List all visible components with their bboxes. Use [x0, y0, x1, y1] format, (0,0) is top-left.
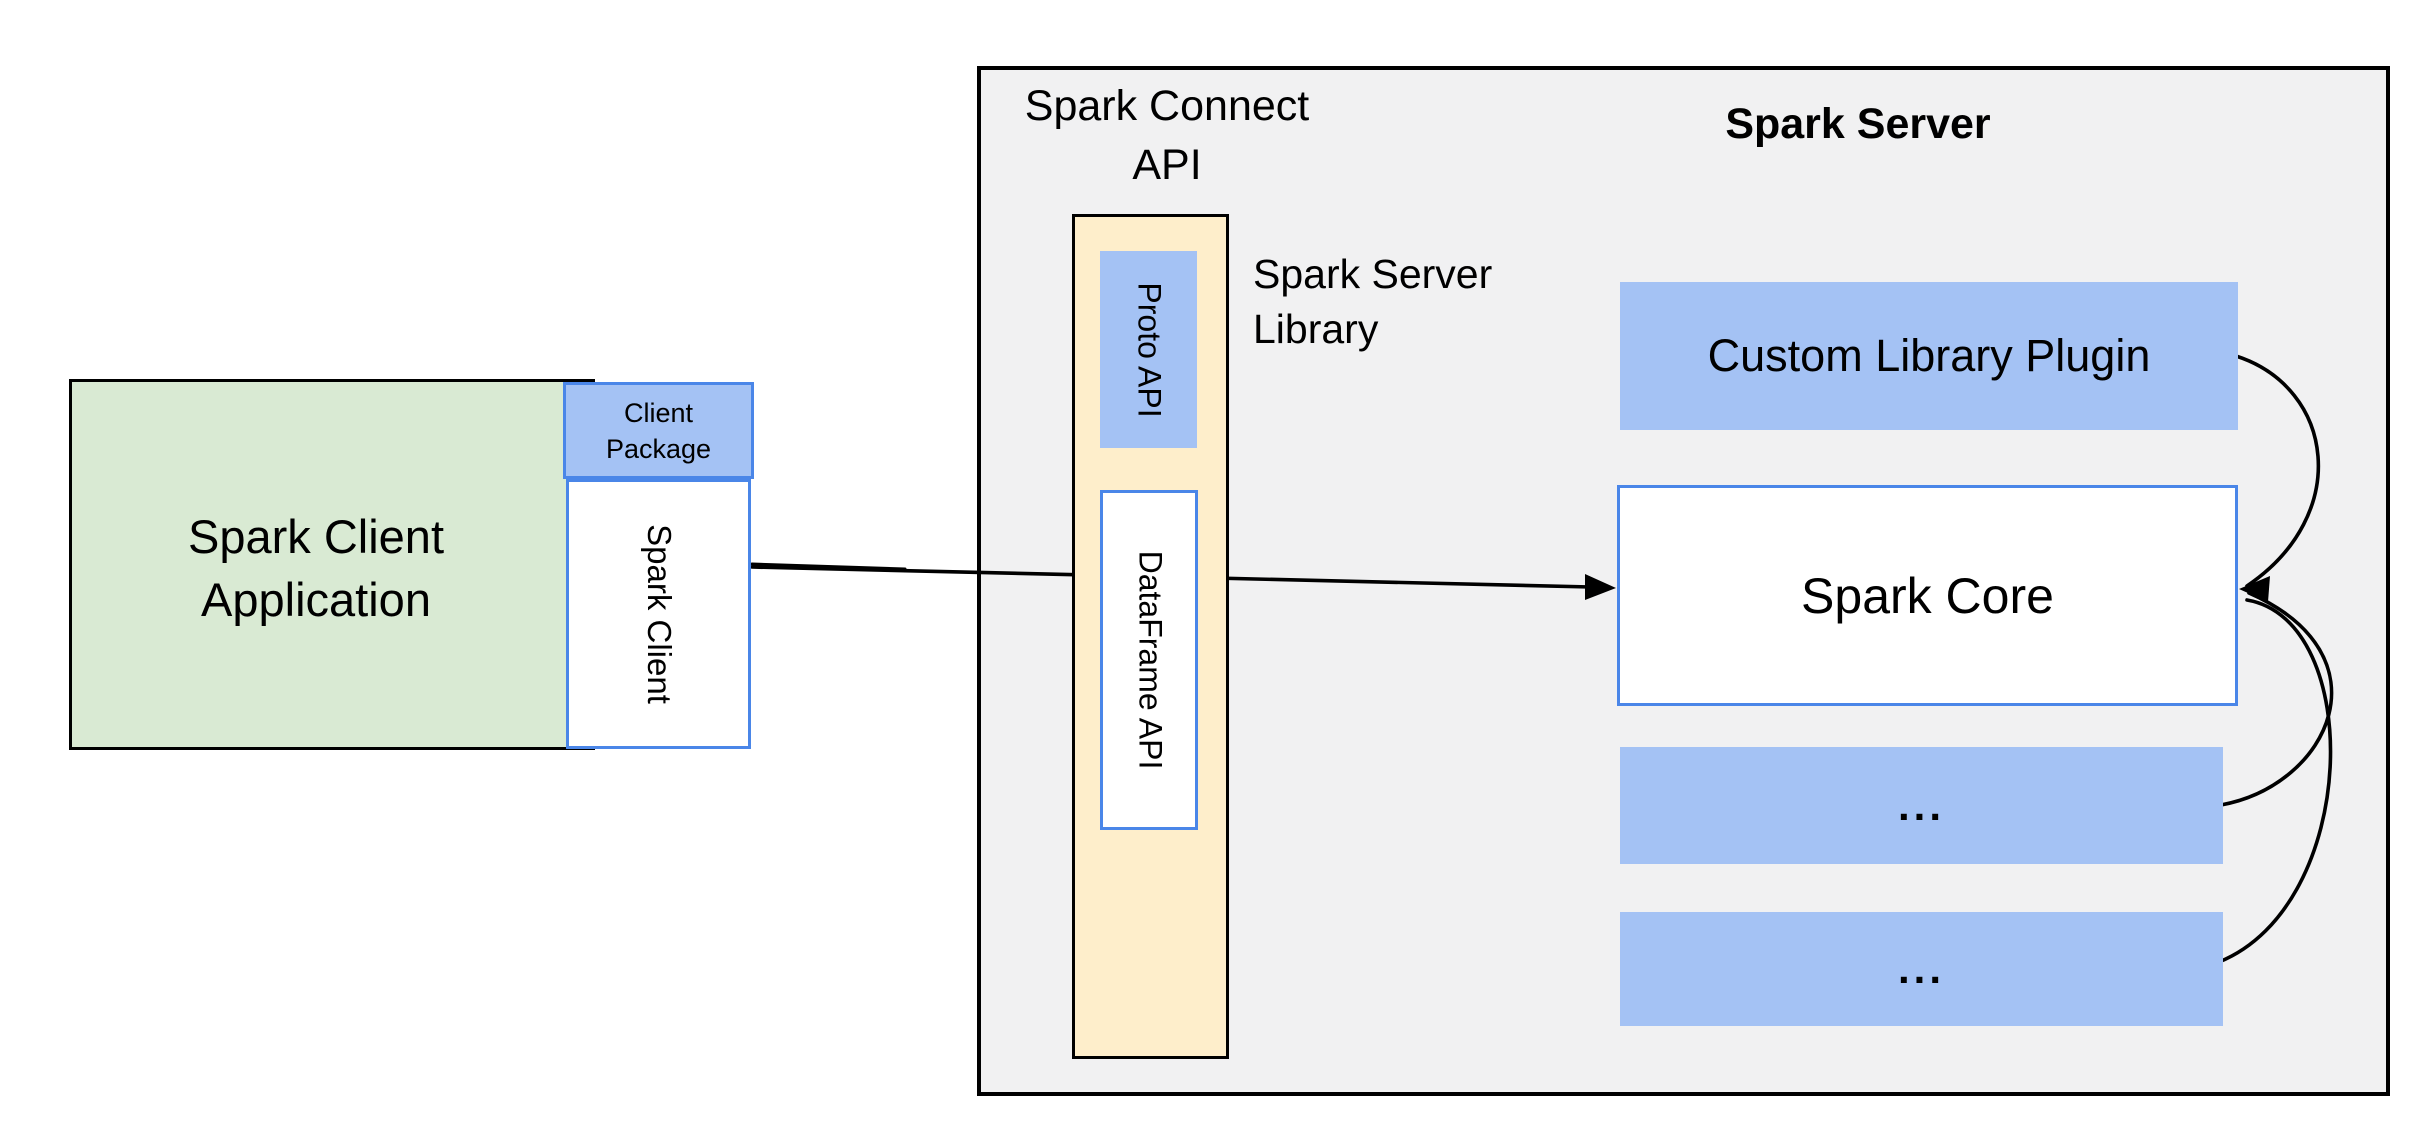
- plugin-placeholder-2-label: ...: [1897, 945, 1945, 992]
- spark-connect-api-title: Spark Connect API: [987, 77, 1347, 195]
- client-application-box: [69, 379, 595, 750]
- plugin-placeholder-1-label: ...: [1897, 781, 1945, 829]
- custom-library-plugin-label: Custom Library Plugin: [1707, 330, 2151, 381]
- dataframe-api-box: [1100, 490, 1198, 830]
- client-package-box: Client Package: [563, 382, 754, 479]
- placeholder2-to-core-arrow: [2217, 598, 2333, 964]
- spark-connect-api-title-line1: Spark Connect: [1024, 82, 1310, 130]
- client-package-label-line2: Package: [605, 433, 712, 464]
- spark-core-box: Spark Core: [1617, 485, 2238, 706]
- core-arrowhead-icon: [2239, 576, 2270, 602]
- plugin-placeholder-box-1: ...: [1620, 747, 2223, 864]
- client-to-core-arrow-overdraw: [750, 562, 907, 571]
- custom-library-plugin-box: Custom Library Plugin: [1620, 282, 2238, 430]
- client-package-label-line1: Client: [623, 397, 694, 428]
- spark-core-label: Spark Core: [1801, 567, 2054, 624]
- client-application-label-line2: Application: [201, 573, 431, 626]
- proto-api-box: [1100, 251, 1197, 448]
- spark-server-title: Spark Server: [1725, 100, 1991, 148]
- spark-server-library-caption-line2: Library: [1253, 306, 1379, 352]
- plugin-placeholder-box-2: ...: [1620, 912, 2223, 1026]
- client-application-label: Spark Client Application: [69, 505, 563, 631]
- plugin-to-core-arrow: [2234, 354, 2321, 588]
- spark-server-library-caption-line1: Spark Server: [1253, 251, 1493, 297]
- client-to-core-arrowhead-icon: [1585, 574, 1616, 600]
- dataframe-api-label: DataFrame API: [1132, 550, 1169, 770]
- spark-client-label: Spark Client: [641, 524, 678, 704]
- spark-connect-api-title-line2: API: [1132, 141, 1202, 189]
- proto-api-label: Proto API: [1131, 282, 1168, 418]
- spark-server-library-caption: Spark Server Library: [1253, 247, 1492, 357]
- spark-client-box: [566, 479, 751, 749]
- client-application-label-line1: Spark Client: [188, 510, 444, 563]
